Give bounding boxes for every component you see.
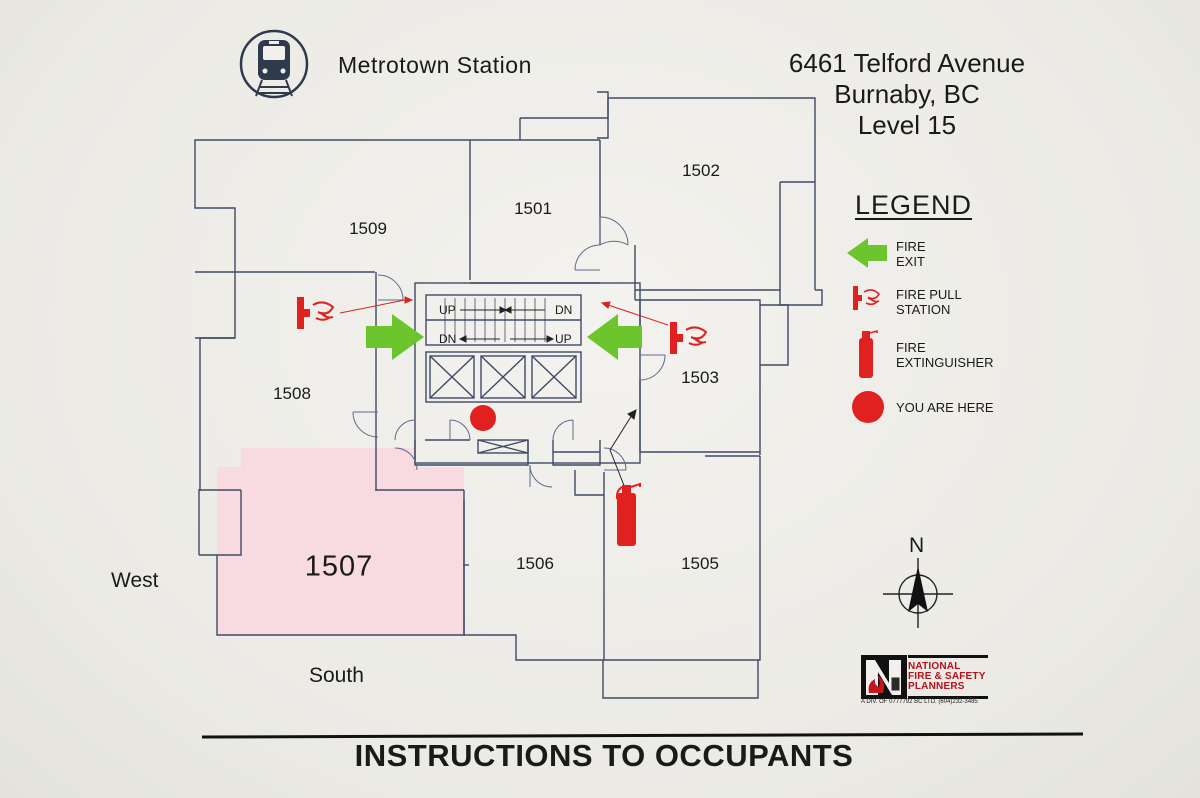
room-label-1505: 1505 bbox=[681, 554, 719, 573]
legend-pull-station-line1: FIRE PULL bbox=[896, 287, 962, 302]
fire-exit-arrow-west bbox=[366, 314, 424, 360]
room-label-1503: 1503 bbox=[681, 368, 719, 387]
room-label-1509: 1509 bbox=[349, 219, 387, 238]
legend-fire-exit-icon bbox=[847, 238, 887, 268]
stair-arrows bbox=[458, 306, 555, 343]
legend-pull-station-label: FIRE PULL STATION bbox=[896, 287, 962, 317]
building-address: 6461 Telford Avenue Burnaby, BC Level 15 bbox=[772, 48, 1042, 141]
legend-extinguisher-line2: EXTINGUISHER bbox=[896, 355, 994, 370]
north-compass-icon bbox=[883, 558, 953, 628]
room-label-1508: 1508 bbox=[273, 384, 311, 403]
room-label-1506: 1506 bbox=[516, 554, 554, 573]
door-swings bbox=[352, 216, 666, 488]
fire-pull-station-icon bbox=[670, 322, 708, 354]
company-logo: NATIONAL FIRE & SAFETY PLANNERS bbox=[861, 655, 989, 701]
direction-south: South bbox=[309, 664, 364, 687]
legend-extinguisher-label: FIRE EXTINGUISHER bbox=[896, 340, 994, 370]
company-logo-mark bbox=[861, 655, 907, 699]
address-line-2: Burnaby, BC bbox=[834, 79, 980, 109]
company-name: NATIONAL FIRE & SAFETY PLANNERS bbox=[908, 662, 986, 692]
legend-fire-extinguisher-icon bbox=[859, 329, 878, 378]
legend-fire-pull-station-icon bbox=[853, 286, 880, 310]
legend-title: LEGEND bbox=[855, 190, 973, 220]
legend-extinguisher-line1: FIRE bbox=[896, 340, 926, 355]
train-icon bbox=[239, 29, 309, 99]
room-label-1501: 1501 bbox=[514, 199, 552, 218]
address-line-3: Level 15 bbox=[857, 110, 957, 140]
company-name-line3: PLANNERS bbox=[908, 681, 965, 692]
legend-pull-station-line2: STATION bbox=[896, 302, 951, 317]
fire-pull-station-icon bbox=[297, 297, 335, 329]
footer-rule bbox=[201, 732, 1084, 739]
legend-fire-exit-label: FIRE EXIT bbox=[896, 239, 926, 269]
legend-you-are-here-icon bbox=[852, 391, 884, 423]
stair-label-dn-right: DN bbox=[555, 303, 573, 317]
footer-title: INSTRUCTIONS TO OCCUPANTS bbox=[354, 738, 854, 773]
room-label-1502: 1502 bbox=[682, 161, 720, 180]
direction-north: N bbox=[909, 534, 925, 557]
company-name-line1: NATIONAL bbox=[908, 661, 961, 672]
legend-you-are-here-label: YOU ARE HERE bbox=[896, 400, 994, 415]
legend-fire-exit-line1: FIRE bbox=[896, 239, 926, 254]
direction-west: West bbox=[111, 569, 159, 592]
station-name: Metrotown Station bbox=[338, 52, 532, 78]
walls bbox=[194, 91, 823, 699]
company-subline: A DIV. OF 0777792 BC LTD. (604)232-3485 bbox=[861, 699, 978, 705]
you-are-here-marker bbox=[470, 405, 496, 431]
company-name-line2: FIRE & SAFETY bbox=[908, 671, 986, 682]
fire-extinguisher-icon bbox=[615, 482, 641, 546]
stair-label-up-right: UP bbox=[555, 332, 572, 346]
address-line-1: 6461 Telford Avenue bbox=[788, 48, 1026, 78]
unit-1507-highlight bbox=[217, 467, 464, 635]
legend-fire-exit-line2: EXIT bbox=[896, 254, 925, 269]
fire-exit-arrow-east bbox=[587, 314, 642, 360]
stair-label-up-left: UP bbox=[439, 303, 456, 317]
room-label-1507: 1507 bbox=[304, 550, 374, 583]
stair-label-dn-left: DN bbox=[439, 332, 457, 346]
